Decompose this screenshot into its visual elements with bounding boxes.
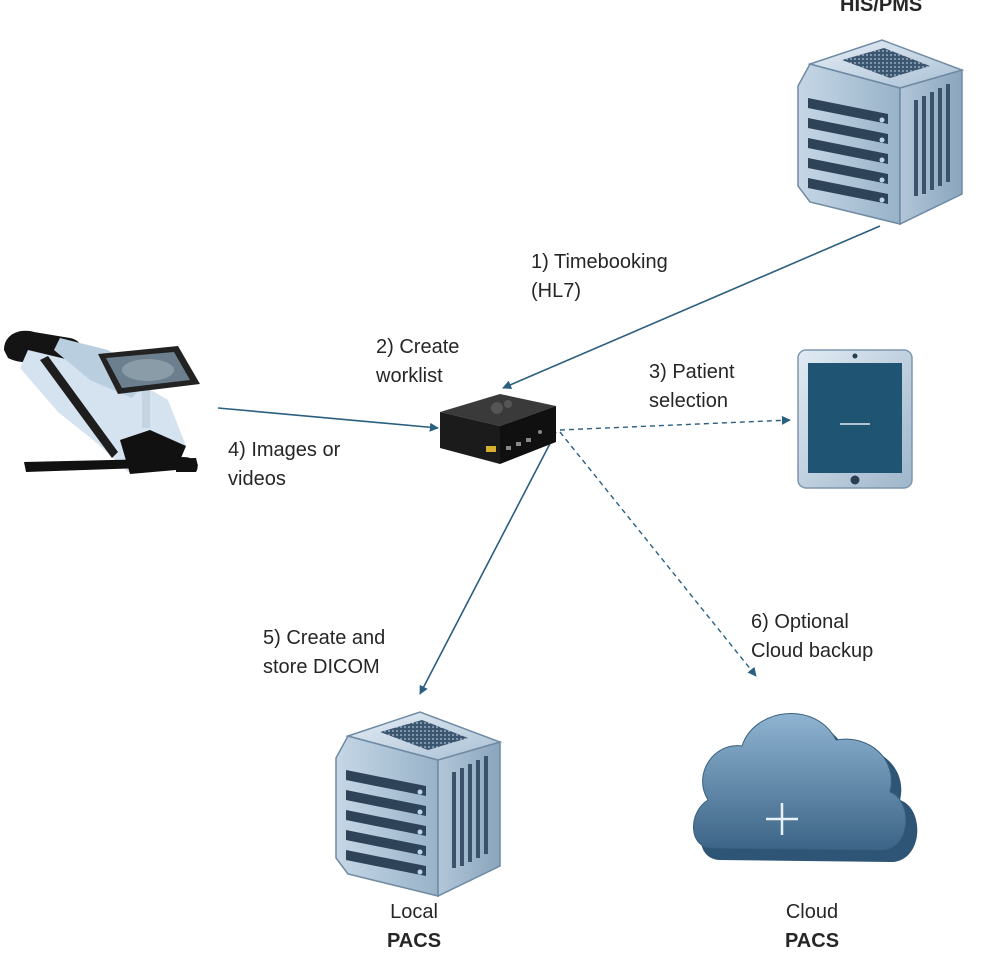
step-5-label-line2: store DICOM <box>263 656 380 678</box>
step-1-label-line2: (HL7) <box>531 280 582 302</box>
step-6-label-line1: 6) Optional <box>751 611 849 633</box>
step-3-label-line1: 3) Patient <box>649 361 735 383</box>
step-6-label-line2: Cloud backup <box>751 640 874 662</box>
step-3-label-line2: selection <box>649 390 728 412</box>
cloud-pacs-label-line1: Cloud <box>785 901 839 923</box>
tablet-icon <box>797 349 913 489</box>
his-server-icon <box>797 39 963 225</box>
arrow-gateway-to-local-pacs <box>419 431 557 695</box>
step-4-label-line1: 4) Images or <box>228 439 341 461</box>
mini-computer-icon <box>440 394 556 464</box>
cloud-pacs-label-line2: PACS <box>784 930 840 952</box>
arrow-his-to-gateway <box>502 225 881 389</box>
cloud-icon <box>693 713 918 862</box>
arrow-microscope-to-gateway <box>217 407 439 432</box>
step-4-label-line2: videos <box>228 468 286 490</box>
local-pacs-label-line1: Local <box>390 901 438 923</box>
step-2-label-line2: worklist <box>376 365 443 387</box>
his-pms-label: HIS/PMS <box>840 0 923 16</box>
arrow-gateway-to-cloud <box>559 431 757 677</box>
local-pacs-server-icon <box>335 711 501 897</box>
dental-microscope-icon <box>4 330 200 474</box>
step-2-label-line1: 2) Create <box>376 336 460 358</box>
step-5-label-line1: 5) Create and <box>263 627 386 649</box>
step-1-label-line1: 1) Timebooking <box>531 251 668 273</box>
local-pacs-label-line2: PACS <box>386 930 442 952</box>
arrow-gateway-to-tablet <box>559 415 791 431</box>
